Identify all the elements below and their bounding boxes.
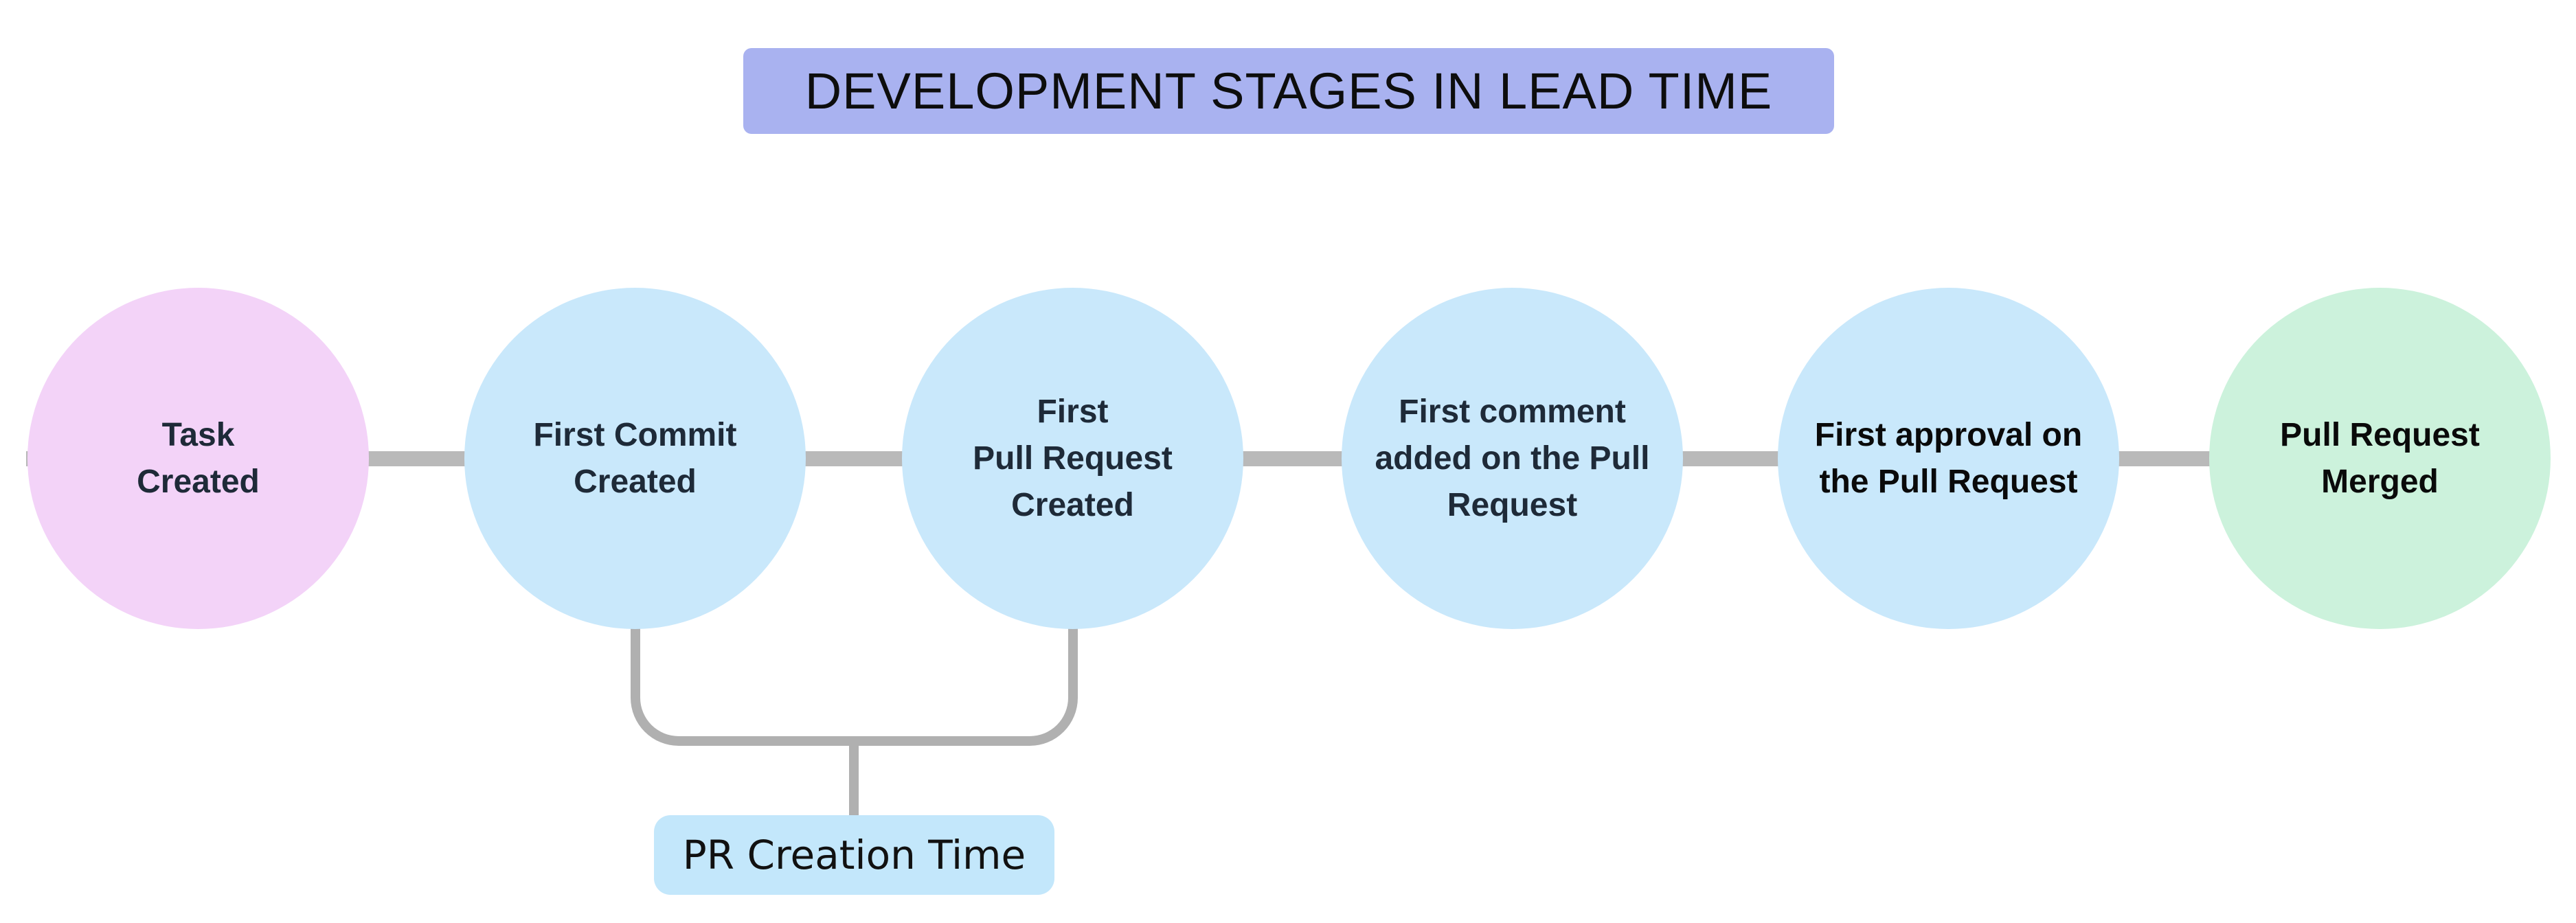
stage-circle-first-pull-request-created: First Pull Request Created xyxy=(902,288,1243,629)
stage-circle-pull-request-merged: Pull Request Merged xyxy=(2209,288,2551,629)
diagram-title: DEVELOPMENT STAGES IN LEAD TIME xyxy=(743,48,1834,134)
pr-creation-bracket xyxy=(631,622,1078,746)
pr-creation-time-label: PR Creation Time xyxy=(654,815,1054,895)
stage-circle-first-comment-added: First comment added on the Pull Request xyxy=(1342,288,1683,629)
stage-circle-task-created: Task Created xyxy=(27,288,369,629)
pr-creation-bracket-stem xyxy=(849,742,859,817)
stage-circle-first-commit-created: First Commit Created xyxy=(464,288,806,629)
stage-circle-first-approval: First approval on the Pull Request xyxy=(1778,288,2119,629)
